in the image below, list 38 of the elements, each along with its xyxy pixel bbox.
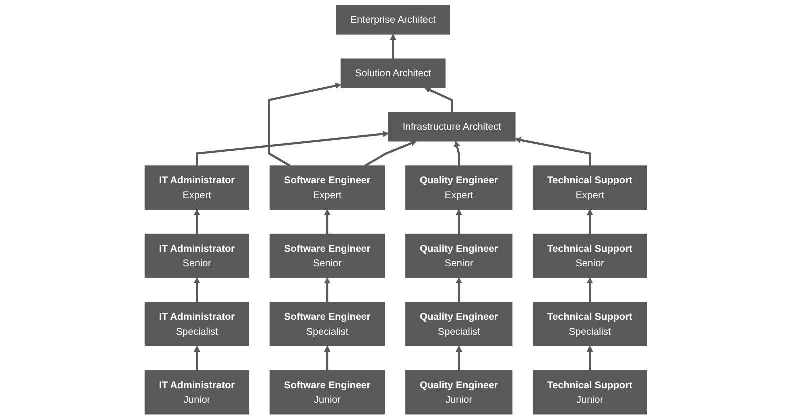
arrow	[587, 346, 594, 371]
node-box: Technical Support Junior	[533, 370, 648, 415]
arrow	[390, 34, 396, 60]
node-box: Technical Support Specialist	[533, 302, 648, 346]
arrow	[364, 140, 417, 167]
node-box: Quality Engineer Expert	[406, 166, 513, 210]
node-box: Technical Support Expert	[533, 166, 648, 210]
arrow	[324, 209, 331, 234]
node-box: IT Administrator Junior	[144, 370, 250, 415]
node-box: Software Engineer Specialist	[270, 302, 386, 346]
arrow	[194, 346, 200, 371]
node-box: Quality Engineer Specialist	[406, 302, 513, 346]
node-box: Enterprise Architect	[336, 5, 450, 35]
arrow	[454, 141, 460, 166]
arrow	[456, 346, 462, 371]
arrow	[587, 209, 594, 234]
arrow	[456, 278, 462, 303]
node-box: Quality Engineer Junior	[406, 370, 513, 415]
node-box: Solution Architect	[340, 58, 446, 88]
node-box: IT Administrator Specialist	[144, 302, 250, 346]
arrow	[268, 82, 342, 167]
node-box: IT Administrator Expert	[144, 166, 250, 210]
arrow	[324, 278, 331, 303]
node-box: Software Engineer Junior	[270, 370, 386, 415]
node-box: Quality Engineer Senior	[406, 234, 513, 278]
node-box: Software Engineer Expert	[270, 166, 386, 210]
arrow	[324, 346, 331, 371]
arrow	[515, 137, 592, 166]
arrow	[587, 278, 594, 303]
arrow	[456, 209, 462, 234]
node-box: Infrastructure Architect	[388, 112, 516, 142]
arrow	[194, 209, 200, 234]
node-box: Technical Support Senior	[533, 234, 648, 278]
node-box: IT Administrator Senior	[144, 234, 250, 278]
arrow	[194, 278, 200, 303]
arrow	[424, 87, 454, 113]
arrow	[196, 131, 390, 166]
node-box: Software Engineer Senior	[270, 234, 386, 278]
